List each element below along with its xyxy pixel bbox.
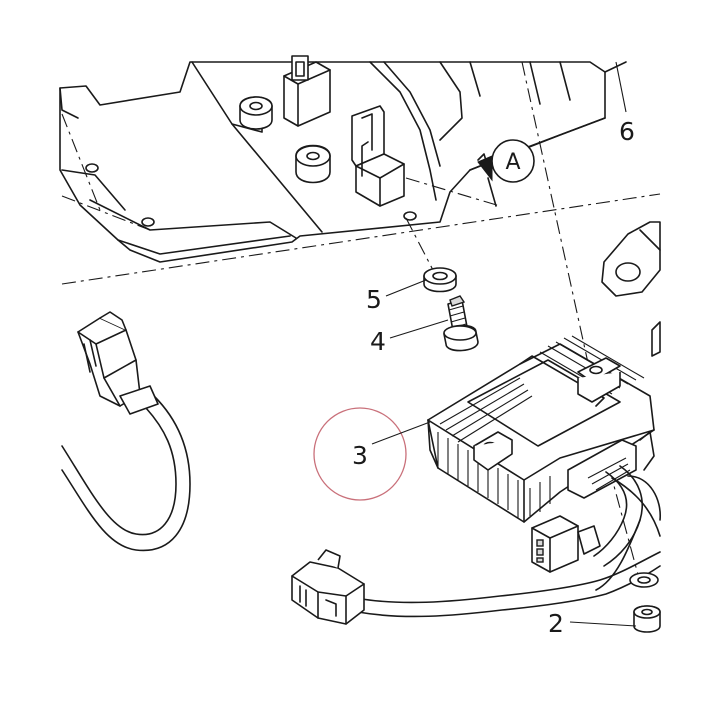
- regulator-rectifier: [427, 335, 655, 523]
- callout-6: 6: [615, 61, 635, 146]
- callout-5: 5: [366, 279, 427, 314]
- frame-connector-lower: [351, 105, 405, 207]
- right-frame-fragments: [601, 61, 661, 357]
- washer-2: [629, 572, 659, 588]
- view-a-indicator: A: [477, 139, 535, 207]
- regulator-connector: [531, 515, 601, 573]
- boss-upper: [239, 96, 273, 130]
- nut-2: [633, 605, 661, 633]
- callout-5-label: 5: [366, 285, 382, 314]
- regulator-harness: [593, 465, 661, 591]
- callout-2: 2: [548, 609, 637, 638]
- bolt-4: [443, 295, 479, 352]
- callout-3-label: 3: [352, 441, 368, 470]
- view-a-circle: [491, 139, 535, 183]
- washer-5: [423, 267, 457, 293]
- view-a-label: A: [505, 150, 520, 175]
- lower-harness: [355, 551, 661, 618]
- left-harness: [61, 395, 191, 552]
- callout-4-label: 4: [370, 327, 386, 356]
- left-connector: [77, 311, 159, 415]
- callout-6-label: 6: [619, 117, 635, 146]
- lower-connector: [291, 549, 365, 625]
- callout-4: 4: [370, 319, 449, 356]
- boss-lower: [295, 144, 331, 184]
- callout-2-label: 2: [548, 609, 564, 638]
- callout-3-highlight-circle: [313, 407, 407, 501]
- frame-connector-upper: [283, 55, 331, 127]
- callout-3: 3: [313, 407, 431, 501]
